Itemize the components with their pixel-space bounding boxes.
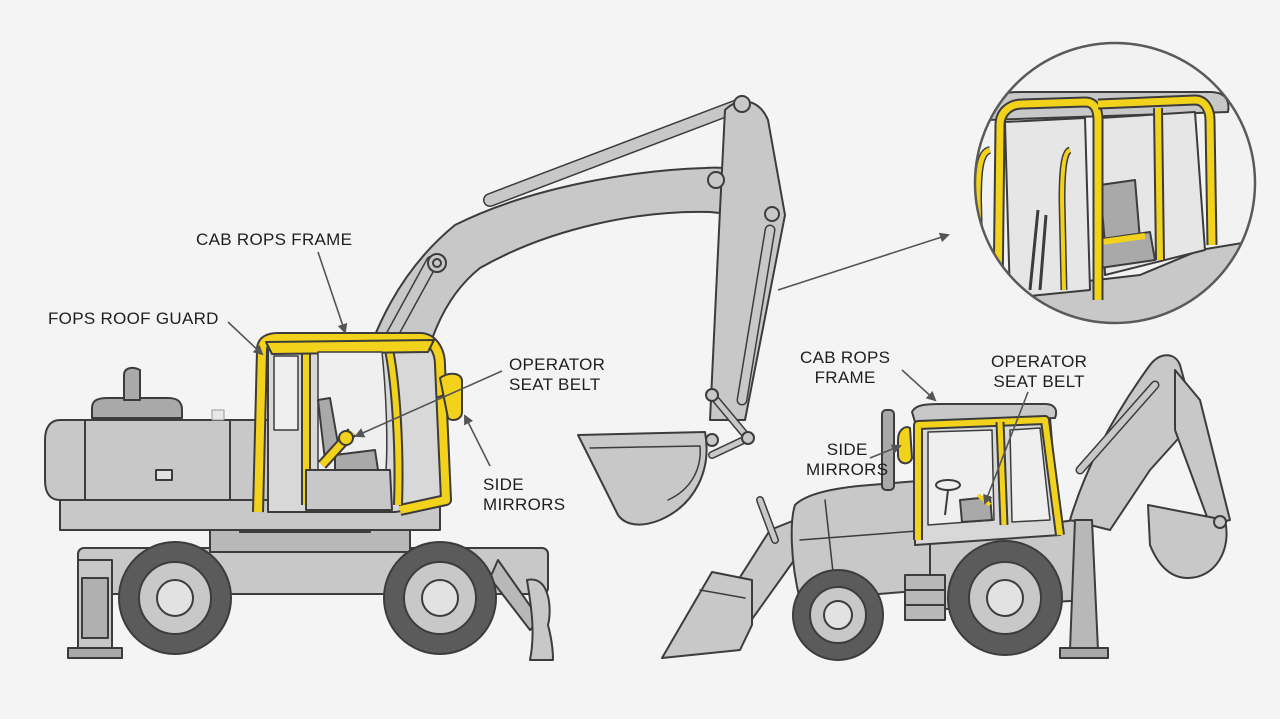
label-side-mirrors-excavator: SIDE MIRRORS xyxy=(483,475,565,515)
label-line: OPERATOR xyxy=(509,355,606,374)
leader-arrow-cab-rops-bh xyxy=(901,369,937,402)
backhoe-wheel-rear xyxy=(947,540,1063,656)
label-fops-roof-guard: FOPS ROOF GUARD xyxy=(48,309,219,328)
label-line: FRAME xyxy=(814,368,876,387)
label-line: MIRRORS xyxy=(806,460,889,479)
backhoe-wheel-front xyxy=(792,569,884,661)
excavator-cab xyxy=(252,332,463,516)
leader-arrow-cab-rops-exc xyxy=(317,251,348,334)
leader-arrow-fops-exc xyxy=(227,321,264,356)
leader-arrow-seatbelt-bh xyxy=(983,391,1029,505)
label-cab-rops-frame-backhoe: CAB ROPS FRAME xyxy=(800,348,890,388)
backhoe-boom xyxy=(1069,354,1196,531)
label-line: SEAT BELT xyxy=(509,375,601,394)
excavator-icon xyxy=(44,95,786,661)
backhoe-loader-icon xyxy=(661,354,1231,661)
leader-arrow-mirrors-exc xyxy=(464,414,491,467)
label-line: OPERATOR xyxy=(991,352,1088,371)
loader-bucket xyxy=(661,571,753,659)
backhoe-bucket xyxy=(1147,504,1228,579)
label-side-mirrors-backhoe: SIDE MIRRORS xyxy=(806,440,888,480)
excavator-bucket xyxy=(577,431,708,526)
excavator-wheel-front xyxy=(383,541,497,655)
label-cab-rops-frame-excavator: CAB ROPS FRAME xyxy=(196,230,353,249)
cab-detail-magnifier xyxy=(973,41,1257,325)
label-line: CAB ROPS xyxy=(800,348,891,367)
excavator-wheel-rear xyxy=(118,541,232,655)
label-line: SEAT BELT xyxy=(993,372,1085,391)
label-line: SIDE xyxy=(826,440,868,459)
label-operator-seat-belt-excavator: OPERATOR SEAT BELT xyxy=(509,355,605,395)
leader-arrow-seatbelt-exc xyxy=(354,370,503,438)
leader-arrows xyxy=(227,232,1029,505)
backhoe-cab xyxy=(897,403,1065,546)
label-line: SIDE xyxy=(483,475,524,494)
label-line: MIRRORS xyxy=(483,495,566,514)
leader-arrow-magnifier xyxy=(777,232,950,291)
leader-arrow-mirrors-bh xyxy=(869,444,902,459)
label-operator-seat-belt-backhoe: OPERATOR SEAT BELT xyxy=(991,352,1087,392)
